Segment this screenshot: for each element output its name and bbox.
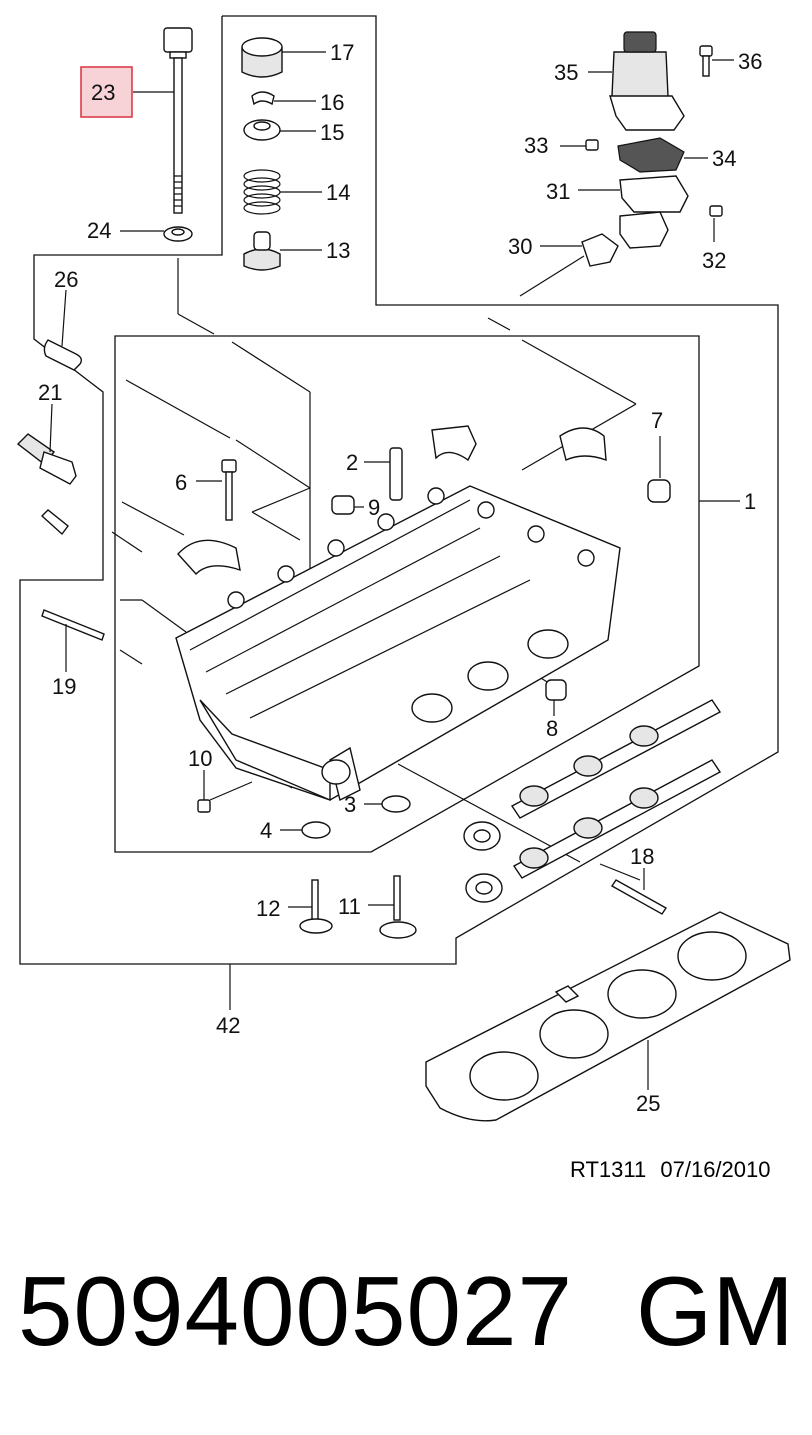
label-33[interactable]: 33 bbox=[524, 133, 548, 158]
label-17[interactable]: 17 bbox=[330, 40, 354, 65]
label-26[interactable]: 26 bbox=[54, 267, 78, 292]
label-1[interactable]: 1 bbox=[744, 489, 756, 514]
brand-name: GM bbox=[636, 1256, 794, 1366]
temperature-sensor-part-21[interactable] bbox=[16, 403, 77, 536]
label-35[interactable]: 35 bbox=[554, 60, 578, 85]
bolt-part-36[interactable] bbox=[699, 45, 734, 77]
label-6[interactable]: 6 bbox=[175, 470, 187, 495]
label-14[interactable]: 14 bbox=[326, 180, 350, 205]
valve-seat-part-3[interactable] bbox=[364, 795, 411, 813]
upper-bracket-frame bbox=[19, 15, 779, 965]
label-9[interactable]: 9 bbox=[368, 495, 380, 520]
valve-seat-part-4[interactable] bbox=[280, 821, 331, 839]
label-11[interactable]: 11 bbox=[338, 894, 361, 919]
cylinder-head-part-1[interactable] bbox=[175, 485, 621, 802]
valve-part-12[interactable] bbox=[288, 879, 333, 934]
bolt-part-33[interactable] bbox=[560, 139, 599, 151]
valve-part-11[interactable] bbox=[368, 875, 417, 939]
valve-seal-part-13[interactable] bbox=[243, 231, 281, 271]
valve-keeper-part-16[interactable] bbox=[251, 91, 275, 106]
bearing-caps[interactable] bbox=[177, 425, 607, 576]
label-10[interactable]: 10 bbox=[188, 746, 212, 771]
cap-plug-part-7[interactable] bbox=[647, 436, 671, 503]
part-number: 5094005027 bbox=[18, 1256, 574, 1366]
label-13[interactable]: 13 bbox=[326, 238, 350, 263]
dowel-part-8[interactable] bbox=[545, 679, 567, 716]
label-12[interactable]: 12 bbox=[256, 896, 280, 921]
label-8[interactable]: 8 bbox=[546, 716, 558, 741]
head-bolt-part-23[interactable] bbox=[163, 27, 193, 214]
part-leaders-top bbox=[120, 51, 326, 251]
label-30[interactable]: 30 bbox=[508, 234, 532, 259]
diagram-stamp: RT1311 07/16/2010 bbox=[570, 1157, 770, 1183]
label-31[interactable]: 31 bbox=[546, 179, 570, 204]
plug-part-9[interactable] bbox=[331, 495, 364, 515]
pin-part-2[interactable] bbox=[364, 447, 403, 501]
label-21[interactable]: 21 bbox=[38, 380, 62, 405]
label-32[interactable]: 32 bbox=[702, 248, 726, 273]
plug-part-10[interactable] bbox=[197, 770, 211, 813]
stud-part-18[interactable] bbox=[610, 868, 668, 915]
bolt-part-6[interactable] bbox=[196, 459, 237, 521]
stamp-date: 07/16/2010 bbox=[660, 1157, 771, 1182]
spring-retainer-part-15[interactable] bbox=[243, 119, 281, 141]
pipe-part-32[interactable] bbox=[619, 205, 723, 249]
label-19[interactable]: 19 bbox=[52, 674, 76, 699]
dowel-pin-part-26[interactable] bbox=[43, 289, 83, 371]
label-3[interactable]: 3 bbox=[344, 792, 356, 817]
tappet-part-17[interactable] bbox=[241, 37, 283, 78]
gasket-part-34[interactable] bbox=[617, 137, 708, 173]
egr-valve-part-35[interactable] bbox=[588, 31, 685, 131]
label-42[interactable]: 42 bbox=[216, 1013, 240, 1038]
cylinder-head-frame bbox=[114, 335, 700, 853]
label-25[interactable]: 25 bbox=[636, 1091, 660, 1116]
label-34[interactable]: 34 bbox=[712, 146, 736, 171]
camshafts[interactable] bbox=[463, 699, 722, 903]
head-gasket-part-25[interactable] bbox=[425, 911, 791, 1122]
label-7[interactable]: 7 bbox=[651, 408, 663, 433]
highlight-box-part-23 bbox=[80, 66, 133, 118]
label-2[interactable]: 2 bbox=[346, 450, 358, 475]
label-15[interactable]: 15 bbox=[320, 120, 344, 145]
stud-part-19[interactable] bbox=[41, 609, 105, 672]
valve-spring-part-14[interactable] bbox=[243, 169, 281, 215]
adapter-part-31[interactable] bbox=[578, 175, 689, 213]
label-24[interactable]: 24 bbox=[87, 218, 111, 243]
gasket-part-30[interactable] bbox=[540, 233, 619, 267]
stamp-code: RT1311 bbox=[570, 1157, 647, 1182]
washer-part-24[interactable] bbox=[163, 226, 193, 242]
label-36[interactable]: 36 bbox=[738, 49, 762, 74]
label-4[interactable]: 4 bbox=[260, 818, 272, 843]
label-16[interactable]: 16 bbox=[320, 90, 344, 115]
label-23[interactable]: 23 bbox=[91, 80, 115, 105]
part-labels: 23 24 17 16 15 14 13 26 21 19 6 2 9 7 1 … bbox=[38, 40, 762, 1116]
label-18[interactable]: 18 bbox=[630, 844, 654, 869]
